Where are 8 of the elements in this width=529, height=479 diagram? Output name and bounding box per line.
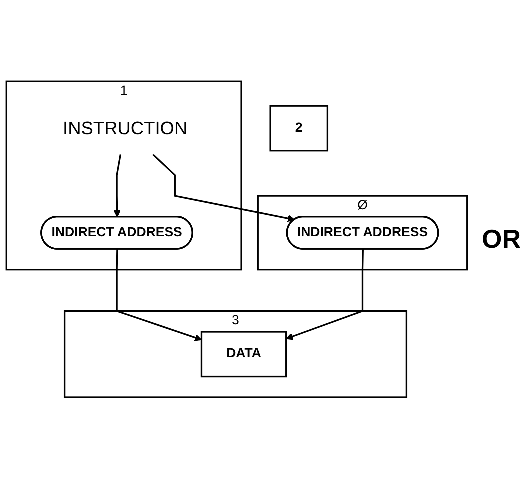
note-label: OR	[482, 224, 521, 255]
node-box: DATA	[200, 331, 288, 378]
node-text: INSTRUCTION	[63, 118, 188, 139]
arrow	[286, 249, 364, 340]
arrow	[152, 154, 296, 222]
arrow	[114, 154, 122, 218]
arrow	[116, 249, 202, 342]
node-box: 2	[270, 105, 329, 152]
